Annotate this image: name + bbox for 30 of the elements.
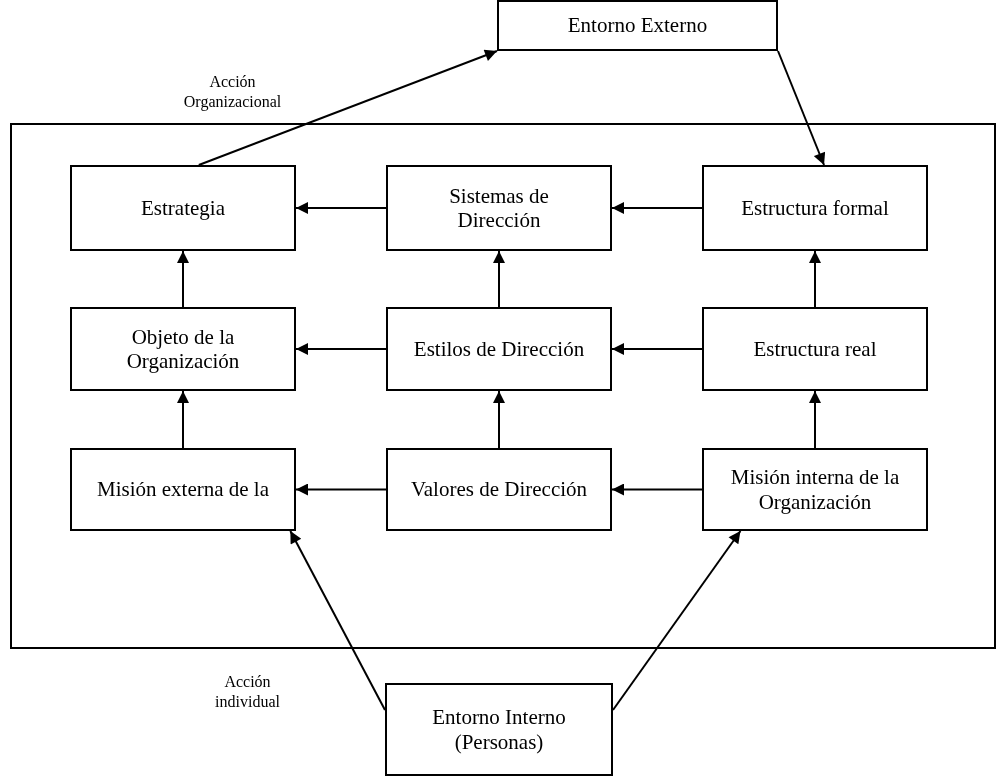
process-box: Estructura formal xyxy=(702,165,928,251)
arrow xyxy=(611,483,703,496)
arrow xyxy=(295,483,387,496)
process-box: Entorno Externo xyxy=(497,0,778,51)
arrow xyxy=(777,50,826,166)
frame-box xyxy=(10,123,996,649)
process-box: Misión externa de la xyxy=(70,448,296,531)
process-box: Objeto de la Organización xyxy=(70,307,296,391)
arrow xyxy=(289,530,386,711)
edge-label: Acción individual xyxy=(214,672,281,712)
arrow xyxy=(493,250,505,308)
process-box: Valores de Dirección xyxy=(386,448,612,531)
arrow xyxy=(611,343,703,355)
arrow xyxy=(177,250,189,308)
arrow xyxy=(809,390,821,449)
process-box: Estrategia xyxy=(70,165,296,251)
edge-label: Acción Organizacional xyxy=(182,72,283,112)
process-box: Misión interna de la Organización xyxy=(702,448,928,531)
arrow xyxy=(493,390,505,449)
process-box: Entorno Interno (Personas) xyxy=(385,683,613,776)
arrow xyxy=(295,343,387,355)
process-box: Sistemas de Dirección xyxy=(386,165,612,251)
arrow xyxy=(197,49,498,166)
arrow xyxy=(177,390,189,449)
arrow xyxy=(612,530,742,711)
arrow xyxy=(809,250,821,308)
arrow xyxy=(295,202,387,214)
arrow xyxy=(611,202,703,214)
process-box: Estilos de Dirección xyxy=(386,307,612,391)
process-box: Estructura real xyxy=(702,307,928,391)
